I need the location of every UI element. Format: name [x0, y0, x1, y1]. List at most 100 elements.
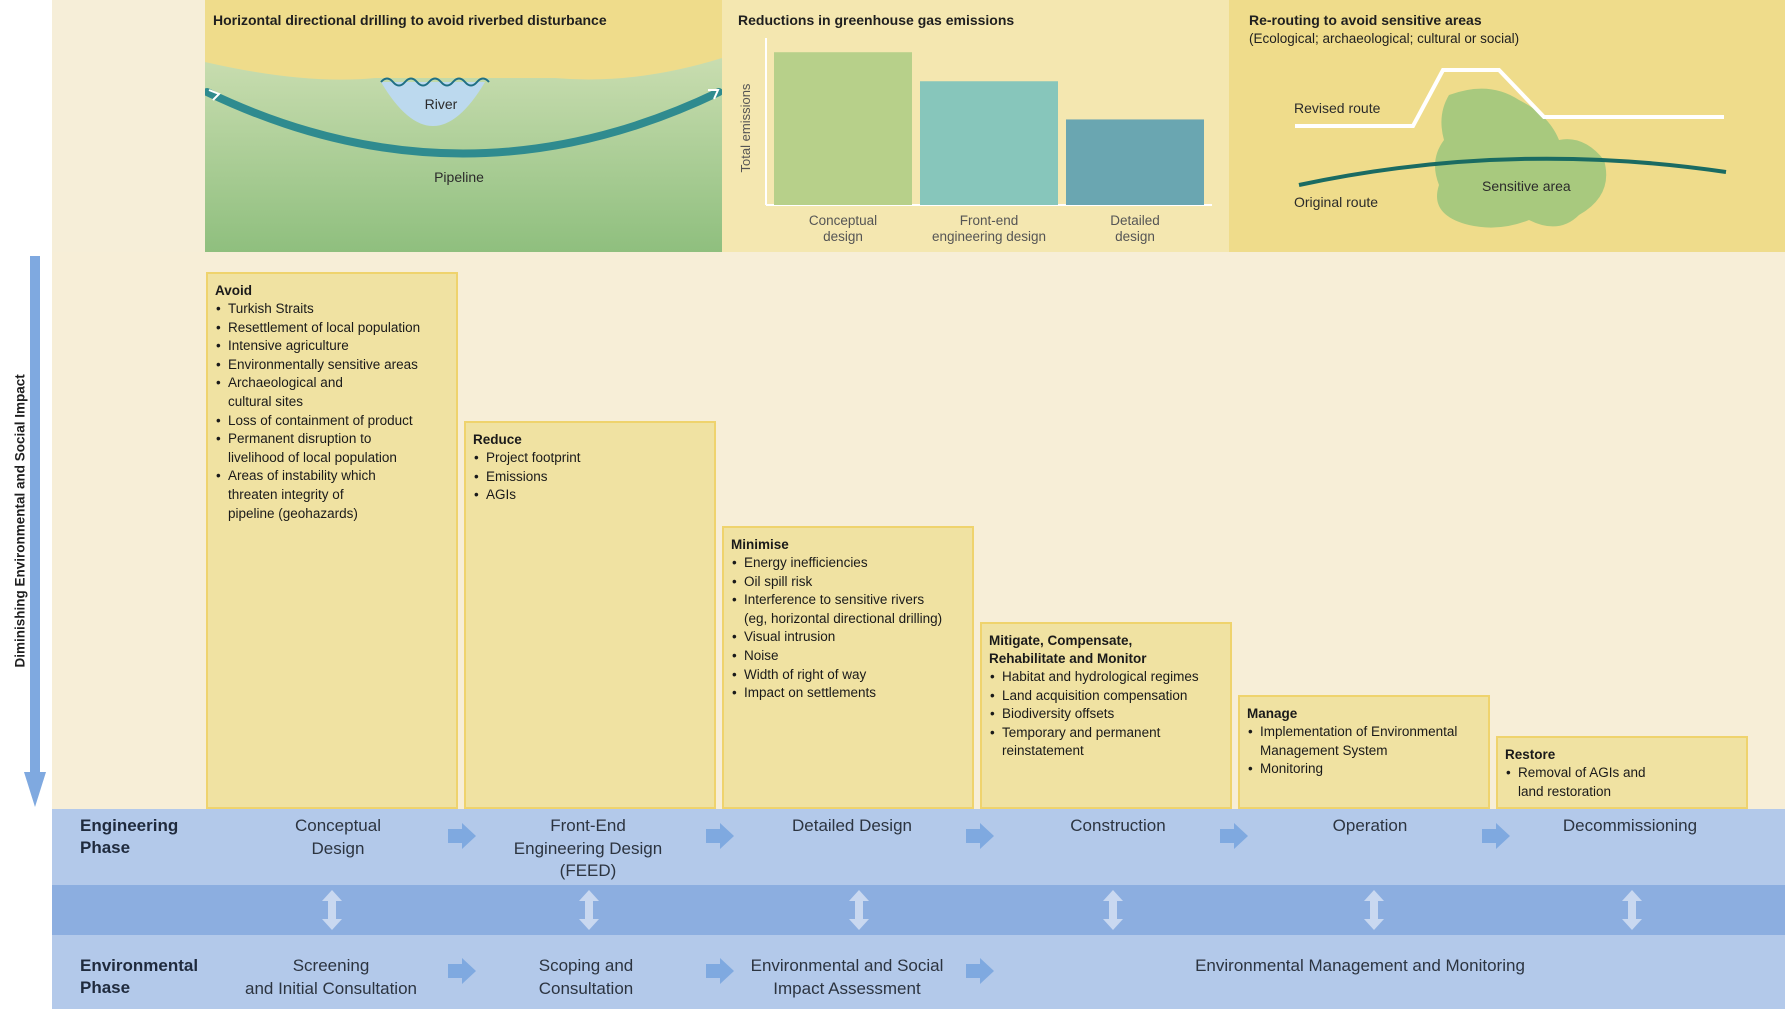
flow-arrow-icon — [448, 958, 476, 984]
route-panel: Revised route Original route Sensitive a… — [1229, 0, 1785, 252]
step-item: Permanent disruption to livelihood of lo… — [215, 430, 449, 467]
route-illustration: Revised route Original route Sensitive a… — [1294, 68, 1727, 228]
river-shape — [381, 82, 485, 126]
step-item: Intensive agriculture — [215, 337, 449, 356]
step-item: Archaeological and cultural sites — [215, 374, 449, 411]
env-stage-screening: Screening and Initial Consultation — [244, 956, 417, 998]
step-item: AGIs — [473, 486, 707, 505]
step-reduce: Reduce Project footprint Emissions AGIs — [464, 421, 716, 809]
step-item: Emissions — [473, 468, 707, 487]
step-item: Interference to sensitive rivers (eg, ho… — [731, 591, 965, 628]
flow-arrow-icon — [1482, 823, 1510, 849]
step-list: Implementation of Environmental Manageme… — [1247, 723, 1481, 779]
env-stage-management: Environmental Management and Monitoring — [1195, 956, 1525, 975]
step-item: Land acquisition compensation — [989, 687, 1223, 706]
step-item: Removal of AGIs and land restoration — [1505, 764, 1739, 801]
double-arrow-icon — [1622, 890, 1642, 930]
step-title: Minimise — [731, 537, 789, 552]
eng-stage-conceptual: Conceptual Design — [294, 816, 381, 858]
river-label: River — [425, 96, 458, 112]
step-title: Reduce — [473, 432, 522, 447]
step-item: Impact on settlements — [731, 684, 965, 703]
step-item: Turkish Straits — [215, 300, 449, 319]
flow-arrow-icon — [1220, 823, 1248, 849]
double-arrow-icon — [849, 890, 869, 930]
double-arrow-icon — [1103, 890, 1123, 930]
eng-stage-operation: Operation — [1332, 816, 1408, 835]
pipeline-label: Pipeline — [434, 169, 484, 185]
step-item: Environmentally sensitive areas — [215, 356, 449, 375]
step-list: Turkish Straits Resettlement of local po… — [215, 300, 449, 523]
step-item: Monitoring — [1247, 760, 1481, 779]
environmental-phase-label: Environmental Phase — [80, 956, 199, 997]
step-item: Biodiversity offsets — [989, 705, 1223, 724]
y-axis-label: Total emissions — [738, 83, 753, 172]
step-item: Width of right of way — [731, 666, 965, 685]
step-list: Energy inefficiencies Oil spill risk Int… — [731, 554, 965, 703]
step-title: Restore — [1505, 747, 1556, 762]
environmental-phase-band — [52, 935, 1785, 1009]
double-arrow-icon — [579, 890, 599, 930]
step-item: Resettlement of local population — [215, 319, 449, 338]
step-item: Implementation of Environmental Manageme… — [1247, 723, 1481, 760]
env-stage-scoping: Scoping and Consultation — [538, 956, 634, 998]
route-subtitle: (Ecological; archaeological; cultural or… — [1249, 31, 1520, 46]
engineering-phase-label: Engineering Phase — [80, 816, 179, 857]
original-route-line — [1298, 156, 1727, 187]
flow-arrow-icon — [706, 958, 734, 984]
impact-axis-label: Diminishing Environmental and Social Imp… — [12, 374, 28, 668]
ghg-panel: Reductions in greenhouse gas emissions T… — [722, 0, 1229, 252]
step-list: Habitat and hydrological regimes Land ac… — [989, 668, 1223, 761]
step-manage: Manage Implementation of Environmental M… — [1238, 695, 1490, 809]
hdd-illustration: River Pipeline — [205, 0, 722, 252]
step-title: Manage — [1247, 706, 1298, 721]
step-list: Project footprint Emissions AGIs — [473, 449, 707, 505]
env-stage-esia: Environmental and Social Impact Assessme… — [750, 956, 944, 998]
step-item: Visual intrusion — [731, 628, 965, 647]
double-arrow-icon — [322, 890, 342, 930]
eng-stage-feed: Front-End Engineering Design (FEED) — [513, 816, 663, 880]
eng-stage-decommissioning: Decommissioning — [1562, 816, 1698, 835]
pipeline-path — [205, 88, 722, 158]
step-mitigate: Mitigate, Compensate, Rehabilitate and M… — [980, 622, 1232, 809]
double-arrow-icon — [1364, 890, 1384, 930]
original-route-label: Original route — [1294, 194, 1378, 210]
step-title: Avoid — [215, 283, 252, 298]
step-item: Energy inefficiencies — [731, 554, 965, 573]
bar-0 — [774, 52, 912, 205]
bar-1 — [920, 81, 1058, 205]
flow-arrow-icon — [706, 823, 734, 849]
step-list: Removal of AGIs and land restoration — [1505, 764, 1739, 801]
step-item: Habitat and hydrological regimes — [989, 668, 1223, 687]
revised-route-line — [1295, 68, 1724, 128]
step-item: Noise — [731, 647, 965, 666]
step-minimise: Minimise Energy inefficiencies Oil spill… — [722, 526, 974, 809]
hdd-panel: River Pipeline Horizontal directional dr… — [205, 0, 722, 252]
phase-link-band — [52, 885, 1785, 935]
sensitive-area-label: Sensitive area — [1482, 178, 1571, 194]
step-item: Loss of containment of product — [215, 412, 449, 431]
eng-stage-detailed: Detailed Design — [791, 816, 912, 835]
route-title: Re-routing to avoid sensitive areas — [1249, 12, 1482, 28]
revised-route-label: Revised route — [1294, 100, 1381, 116]
step-restore: Restore Removal of AGIs and land restora… — [1496, 736, 1748, 809]
step-item: Oil spill risk — [731, 573, 965, 592]
flow-arrow-icon — [966, 823, 994, 849]
step-item: Project footprint — [473, 449, 707, 468]
step-title: Mitigate, Compensate, Rehabilitate and M… — [989, 633, 1147, 666]
hdd-title: Horizontal directional drilling to avoid… — [213, 12, 607, 28]
flow-arrow-icon — [448, 823, 476, 849]
step-item: Areas of instability which threaten inte… — [215, 467, 449, 523]
impact-arrow — [24, 256, 46, 807]
step-item: Temporary and permanent reinstatement — [989, 724, 1223, 761]
eng-stage-construction: Construction — [1070, 816, 1166, 835]
top-left-fill — [52, 0, 205, 252]
step-avoid: Avoid Turkish Straits Resettlement of lo… — [206, 272, 458, 809]
bar-2 — [1066, 119, 1204, 205]
flow-arrow-icon — [966, 958, 994, 984]
ghg-title: Reductions in greenhouse gas emissions — [738, 12, 1015, 28]
